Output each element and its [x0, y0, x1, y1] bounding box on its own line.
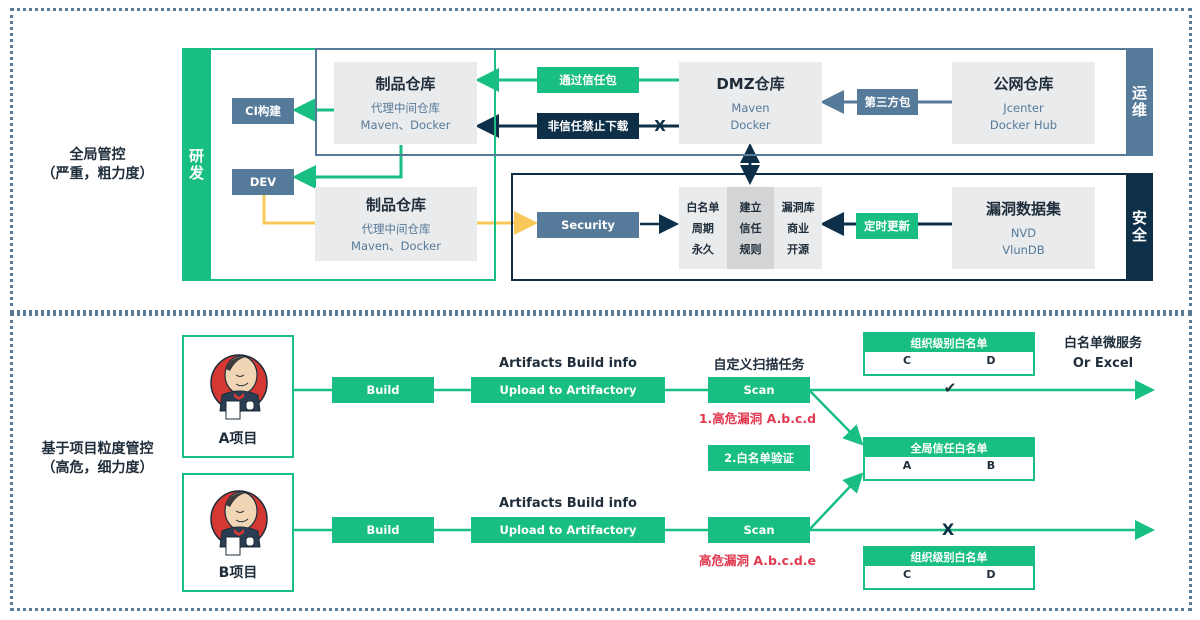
public-repo-line2: Docker Hub	[989, 117, 1058, 132]
vuln-dataset[interactable]: 漏洞数据集 NVD VlunDB	[952, 187, 1095, 269]
rule-text: 建立	[739, 200, 762, 214]
vuln-dataset-line2: VlunDB	[1002, 242, 1045, 257]
project-a-card[interactable]: A项目	[182, 335, 294, 458]
ci-build-node[interactable]: CI构建	[232, 98, 294, 124]
untrusted-block-label: 非信任禁止下载	[537, 113, 639, 139]
global-control-label: 全局管控 （严重，粗力度）	[20, 140, 175, 190]
rd-label: 研发	[187, 147, 205, 182]
dmz-repo-line1: Maven	[731, 100, 770, 115]
public-repo[interactable]: 公网仓库 Jcenter Docker Hub	[952, 62, 1095, 144]
dev-to-repo-line	[262, 195, 315, 225]
project-b-card[interactable]: B项目	[182, 473, 294, 592]
whitelist-rules-column: 白名单 周期 永久	[679, 187, 727, 269]
a-build-step[interactable]: Build	[332, 377, 434, 403]
whitelist-item: D	[986, 353, 996, 367]
artifact-repo-bottom-title: 制品仓库	[365, 195, 426, 214]
b-high-risk-vuln-text: 高危漏洞 A.b.c.d.e	[698, 552, 817, 568]
security-node[interactable]: Security	[537, 212, 639, 238]
vuln-db-rules-column: 漏洞库 商业 开源	[774, 187, 822, 269]
project-b-label: B项目	[218, 565, 258, 581]
artifact-repo-top[interactable]: 制品仓库 代理中间仓库 Maven、Docker	[334, 62, 477, 144]
org-whitelist-bottom-title: 组织级别白名单	[865, 548, 1033, 566]
a-scan-step[interactable]: Scan	[708, 377, 810, 403]
vuln-dataset-line1: NVD	[1010, 225, 1037, 240]
a-artifacts-build-info-label: Artifacts Build info	[499, 355, 637, 371]
project-a-label: A项目	[218, 431, 258, 447]
global-trust-whitelist: 全局信任白名单 A B	[863, 437, 1035, 481]
dev-node[interactable]: DEV	[232, 169, 294, 195]
jenkins-butler-icon	[210, 490, 268, 556]
project-control-title: 基于项目粒度管控	[41, 441, 154, 457]
ops-sidebar: 运维	[1126, 48, 1153, 156]
dmz-repo[interactable]: DMZ仓库 Maven Docker	[679, 62, 822, 144]
whitelist-service-line2: Or Excel	[1072, 356, 1134, 371]
global-trust-whitelist-title: 全局信任白名单	[865, 439, 1033, 457]
project-control-section	[10, 313, 1192, 611]
whitelist-service-label: 白名单微服务 Or Excel	[1048, 334, 1158, 374]
artifact-repo-bottom[interactable]: 制品仓库 代理中间仓库 Maven、Docker	[315, 187, 477, 261]
rule-text: 开源	[787, 242, 810, 256]
rule-text: 白名单	[686, 200, 720, 214]
build-trust-rules-column: 建立 信任 规则	[726, 187, 775, 269]
artifact-repo-top-line2: Maven、Docker	[360, 117, 451, 132]
whitelist-service-line1: 白名单微服务	[1063, 336, 1142, 351]
third-party-package-label: 第三方包	[857, 89, 918, 115]
artifact-repo-bottom-line1: 代理中间仓库	[361, 221, 431, 236]
whitelist-verify-step[interactable]: 2.白名单验证	[708, 445, 810, 471]
whitelist-item: A	[902, 458, 912, 472]
org-whitelist-bottom: 组织级别白名单 C D	[863, 546, 1035, 590]
rule-text: 信任	[739, 221, 762, 235]
org-whitelist-top: 组织级别白名单 C D	[863, 332, 1035, 376]
whitelist-item: B	[986, 458, 996, 472]
ops-label: 运维	[1130, 85, 1148, 119]
org-whitelist-top-title: 组织级别白名单	[865, 334, 1033, 352]
artifact-repo-bottom-line2: Maven、Docker	[351, 238, 441, 253]
a-scan-to-global-arrow	[808, 389, 864, 446]
whitelist-item: C	[902, 567, 912, 581]
rule-text: 永久	[691, 242, 714, 256]
a-upload-step[interactable]: Upload to Artifactory	[471, 377, 665, 403]
rd-sidebar: 研发	[182, 48, 211, 281]
rule-text: 商业	[787, 221, 810, 235]
project-control-label: 基于项目粒度管控 （高危，细力度）	[15, 438, 180, 480]
dmz-repo-line2: Docker	[730, 117, 771, 132]
public-repo-line1: Jcenter	[1003, 100, 1044, 115]
scheduled-update-label: 定时更新	[856, 213, 918, 239]
fail-x-icon: X	[941, 519, 955, 539]
rule-text: 漏洞库	[781, 200, 815, 214]
org-whitelist-bottom-row: C D	[865, 566, 1033, 582]
security-sidebar: 安全	[1126, 173, 1153, 281]
rule-text: 周期	[691, 221, 714, 235]
whitelist-item: C	[902, 353, 912, 367]
a-high-risk-vuln-text: 1.高危漏洞 A.b.c.d	[698, 410, 817, 426]
global-control-title: 全局管控	[69, 147, 126, 163]
rule-text: 规则	[739, 242, 762, 256]
security-label: 安全	[1130, 210, 1148, 244]
pass-check-icon: ✔	[943, 379, 957, 397]
artifact-repo-top-line1: 代理中间仓库	[371, 100, 440, 115]
project-control-subtitle: （高危，细力度）	[41, 460, 154, 476]
a-custom-scan-task-label: 自定义扫描任务	[713, 357, 805, 373]
jenkins-butler-icon	[210, 354, 268, 420]
dmz-repo-title: DMZ仓库	[716, 74, 785, 93]
global-control-subtitle: （严重，粗力度）	[41, 166, 154, 182]
trust-rules-block: 白名单 周期 永久 建立 信任 规则 漏洞库 商业 开源	[679, 187, 822, 269]
artifact-repo-top-title: 制品仓库	[375, 74, 436, 93]
global-trust-whitelist-row: A B	[865, 457, 1033, 473]
b-build-step[interactable]: Build	[332, 517, 434, 543]
public-repo-title: 公网仓库	[993, 74, 1054, 93]
global-control-section	[10, 8, 1192, 313]
trusted-package-label: 通过信任包	[537, 67, 639, 93]
b-upload-step[interactable]: Upload to Artifactory	[471, 517, 665, 543]
vuln-dataset-title: 漏洞数据集	[985, 199, 1061, 218]
blocked-x-icon: X	[654, 117, 666, 135]
b-artifacts-build-info-label: Artifacts Build info	[499, 495, 637, 511]
whitelist-item: D	[986, 567, 996, 581]
org-whitelist-top-row: C D	[865, 352, 1033, 368]
b-scan-to-global-arrow	[808, 472, 864, 531]
b-scan-step[interactable]: Scan	[708, 517, 810, 543]
